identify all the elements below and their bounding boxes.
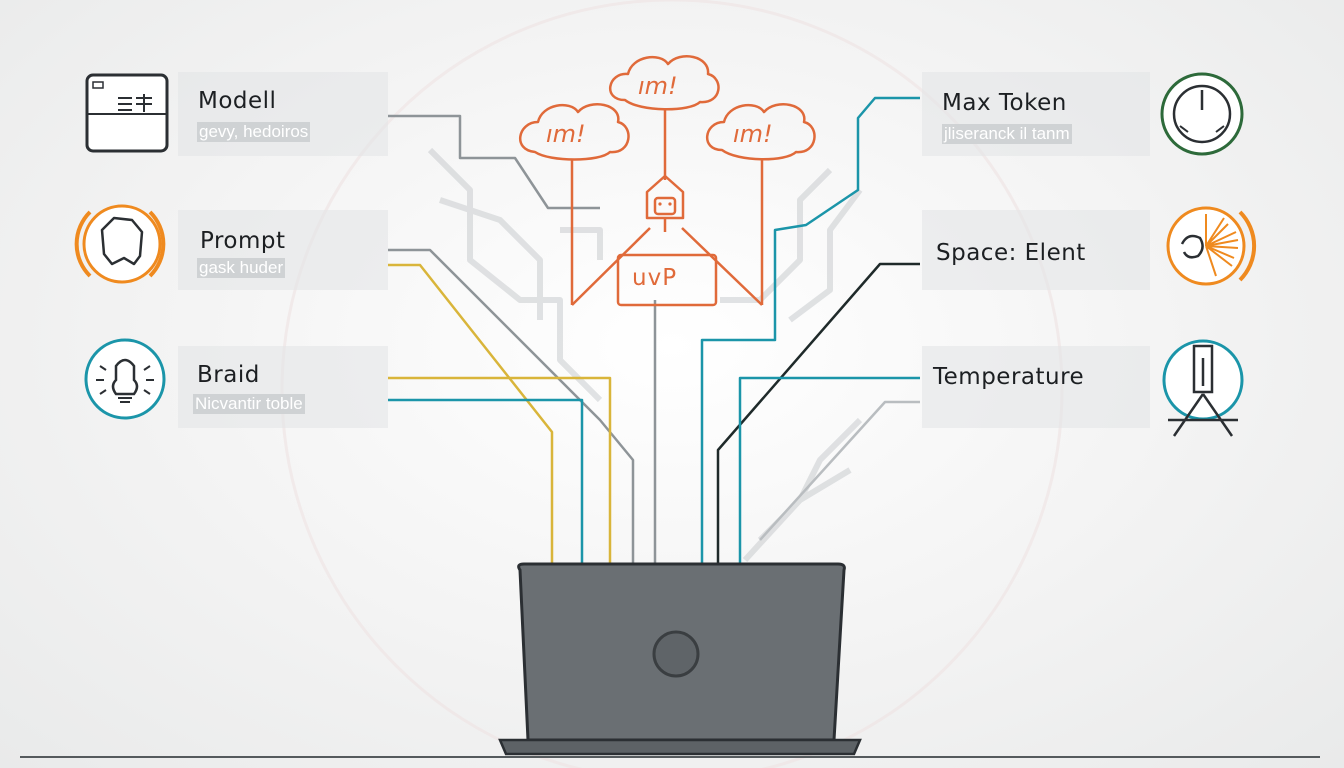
lightbulb-face-icon bbox=[82, 336, 168, 427]
cloud-text-left: ım! bbox=[546, 120, 586, 148]
panel-temperature[interactable] bbox=[922, 346, 1150, 428]
robot-head-icon bbox=[645, 176, 685, 220]
center-box-label: uvP bbox=[632, 265, 678, 291]
panel-space-elent[interactable] bbox=[922, 210, 1150, 290]
panel-prompt-label: Prompt bbox=[200, 228, 286, 254]
panel-space-elent-label: Space: Elent bbox=[936, 240, 1086, 266]
dial-gauge-icon bbox=[1158, 70, 1246, 163]
panel-modell-sub: gevy, hedoiros bbox=[197, 122, 311, 142]
panel-prompt-sub: gask huder bbox=[197, 258, 286, 278]
panel-braid-sub: Nicvantir toble bbox=[193, 394, 305, 414]
cloud-text-top: ım! bbox=[638, 72, 678, 100]
panel-modell[interactable] bbox=[178, 72, 388, 156]
panel-max-token-sub: jliseranck il tanm bbox=[942, 124, 1072, 144]
head-profile-icon bbox=[68, 192, 172, 301]
panel-braid-label: Braid bbox=[197, 362, 260, 388]
panel-max-token-label: Max Token bbox=[942, 90, 1067, 116]
laptop-icon bbox=[498, 562, 862, 763]
thermometer-tripod-icon bbox=[1160, 338, 1246, 447]
panel-modell-label: Modell bbox=[198, 88, 277, 114]
cloud-text-right: ım! bbox=[733, 120, 773, 148]
sunburst-icon bbox=[1154, 194, 1258, 303]
panel-braid[interactable] bbox=[178, 346, 388, 428]
browser-window-icon bbox=[84, 72, 170, 159]
panel-temperature-label: Temperature bbox=[933, 364, 1085, 390]
